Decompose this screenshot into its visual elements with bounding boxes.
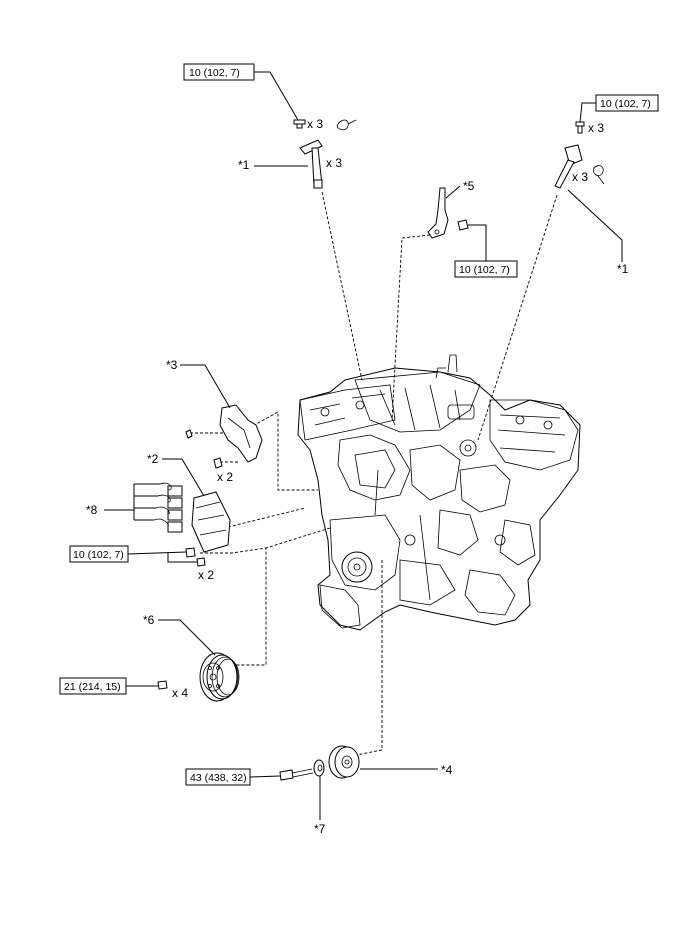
coil-left-torque: 10 (102, 7) — [183, 63, 299, 121]
callout-4: *4 — [441, 763, 453, 777]
coil-left-torque-label: 10 (102, 7) — [189, 67, 240, 79]
bracket-3 — [185, 404, 263, 469]
ecu-module-2 — [153, 482, 231, 567]
bracket-3-nut-qty: x 2 — [217, 470, 233, 484]
pulley-6-torque: 21 (214, 15) — [59, 677, 158, 695]
ecu-torque: 10 (102, 7) — [69, 545, 198, 563]
coil-left-bolt-qty: x 3 — [307, 117, 323, 131]
callout-6-leader — [158, 619, 216, 656]
ignition-coil-left — [293, 119, 357, 189]
callout-1-left: *1 — [238, 158, 250, 172]
coil-right-bolt-qty: x 3 — [588, 121, 604, 135]
pulley-bolt-qty: x 4 — [172, 686, 188, 700]
ecu-bolt-qty: x 2 — [198, 568, 214, 582]
pulley-6-torque-label: 21 (214, 15) — [64, 681, 121, 693]
bracket-5-torque-label: 10 (102, 7) — [459, 264, 510, 276]
callout-6: *6 — [143, 613, 155, 627]
bracket-5 — [427, 187, 469, 239]
coil-left-coil-qty: x 3 — [326, 156, 342, 170]
callout-1-right: *1 — [617, 262, 629, 276]
callout-5: *5 — [463, 179, 475, 193]
callout-1-right-leader — [567, 189, 623, 262]
idler-4-torque: 43 (438, 32) — [185, 768, 281, 786]
pulley-6 — [157, 652, 240, 702]
coil-right-torque: 10 (102, 7) — [579, 94, 659, 123]
callout-2-leader — [162, 458, 205, 497]
callout-8-leader — [104, 483, 160, 521]
callout-7: *7 — [314, 822, 326, 836]
callout-3-leader — [180, 364, 231, 409]
assembly-leader-lines — [190, 191, 558, 756]
bracket-5-torque: 10 (102, 7) — [454, 224, 518, 278]
engine-assembly — [297, 354, 581, 631]
ecu-torque-label: 10 (102, 7) — [73, 549, 124, 561]
coil-right-coil-qty: x 3 — [572, 170, 588, 184]
idler-pulley-4 — [328, 745, 360, 779]
ignition-coil-right — [554, 121, 605, 189]
callout-2: *2 — [147, 452, 159, 466]
callout-3: *3 — [166, 358, 178, 372]
callout-8: *8 — [86, 503, 98, 517]
callout-5-leader — [445, 185, 461, 199]
idler-4-torque-label: 43 (438, 32) — [190, 772, 247, 784]
coil-right-torque-label: 10 (102, 7) — [600, 98, 651, 110]
washer-7 — [279, 759, 325, 781]
